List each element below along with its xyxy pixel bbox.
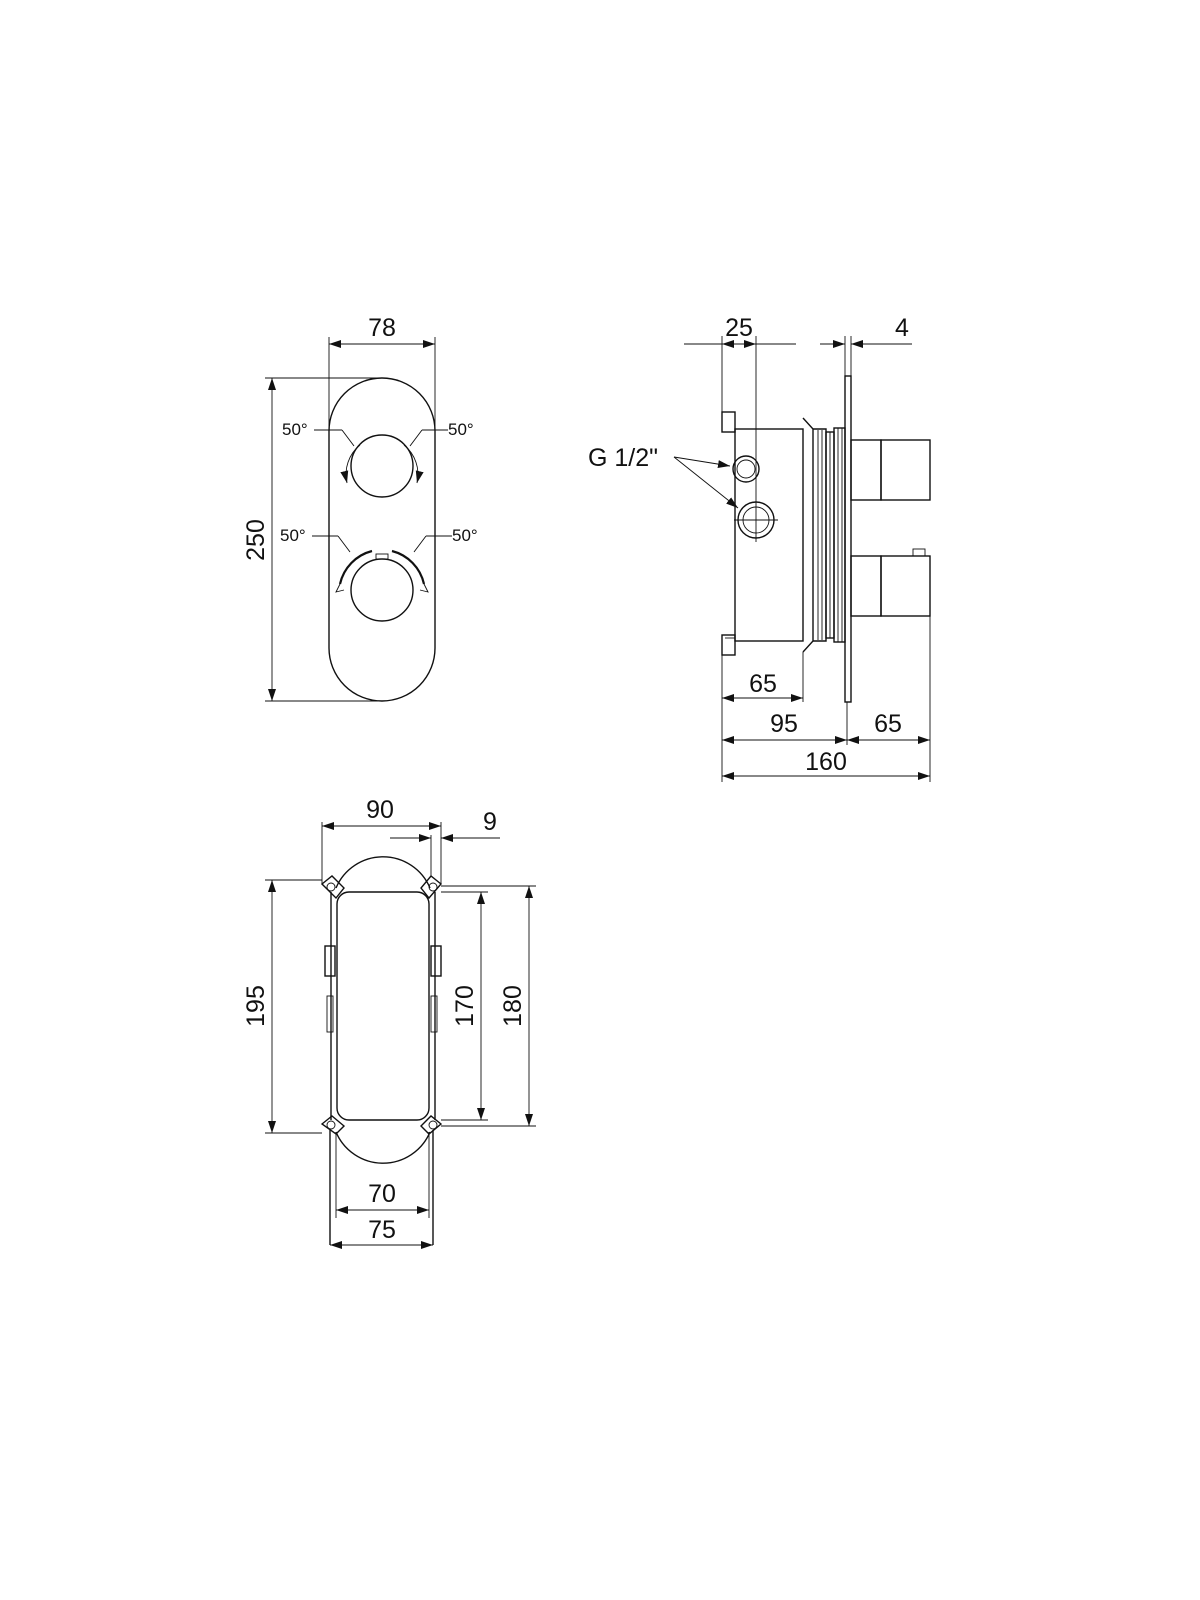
dim-170: 170 bbox=[451, 985, 479, 1027]
thread-label: G 1/2" bbox=[588, 444, 658, 472]
width-dimension: 78 bbox=[368, 314, 396, 342]
box-view: 90 9 195 170 180 70 75 bbox=[242, 796, 536, 1249]
box-inner bbox=[336, 891, 430, 1121]
front-view: 50° 50° 50° 50° 78 250 bbox=[242, 314, 478, 702]
mounting-lug bbox=[320, 875, 345, 900]
mounting-lug bbox=[420, 875, 443, 900]
angle-label: 50° bbox=[452, 526, 478, 545]
angle-label: 50° bbox=[280, 526, 306, 545]
side-view: G 1/2" 25 4 65 95 65 160 bbox=[588, 314, 931, 782]
body-tab bbox=[721, 634, 736, 656]
rotation-arc-bottom-left bbox=[338, 549, 373, 585]
pipe-connection-icon bbox=[732, 455, 760, 483]
height-dimension: 250 bbox=[242, 519, 270, 561]
handle-bottom bbox=[850, 555, 882, 617]
handle-top bbox=[850, 439, 882, 501]
top-knob bbox=[350, 434, 414, 498]
bottom-knob bbox=[350, 558, 414, 622]
dim-195: 195 bbox=[242, 985, 270, 1027]
dim-95: 95 bbox=[770, 710, 798, 738]
dim-70: 70 bbox=[368, 1180, 396, 1208]
dim-90: 90 bbox=[366, 796, 394, 824]
rotation-arc-top-right bbox=[403, 444, 424, 484]
angle-label: 50° bbox=[282, 420, 308, 439]
dim-160: 160 bbox=[805, 748, 847, 776]
knob-indicator bbox=[375, 553, 389, 560]
dim-25: 25 bbox=[725, 314, 753, 342]
dim-180: 180 bbox=[499, 985, 527, 1027]
angle-label: 50° bbox=[448, 420, 474, 439]
flange bbox=[802, 417, 814, 653]
box-oval bbox=[335, 856, 431, 1164]
dim-4: 4 bbox=[895, 314, 909, 342]
dim-65b: 65 bbox=[874, 710, 902, 738]
rotation-arc-bottom-right bbox=[391, 549, 426, 585]
dim-75: 75 bbox=[368, 1216, 396, 1244]
mounting-lug bbox=[420, 1115, 443, 1135]
mounting-lug bbox=[320, 1115, 346, 1135]
valve-body bbox=[734, 428, 804, 642]
cover-plate bbox=[328, 377, 436, 702]
rotation-arc-top-left bbox=[340, 444, 361, 484]
dim-65a: 65 bbox=[749, 670, 777, 698]
dim-9: 9 bbox=[483, 808, 497, 836]
wall-plate bbox=[844, 375, 852, 703]
body-tab bbox=[721, 411, 736, 433]
